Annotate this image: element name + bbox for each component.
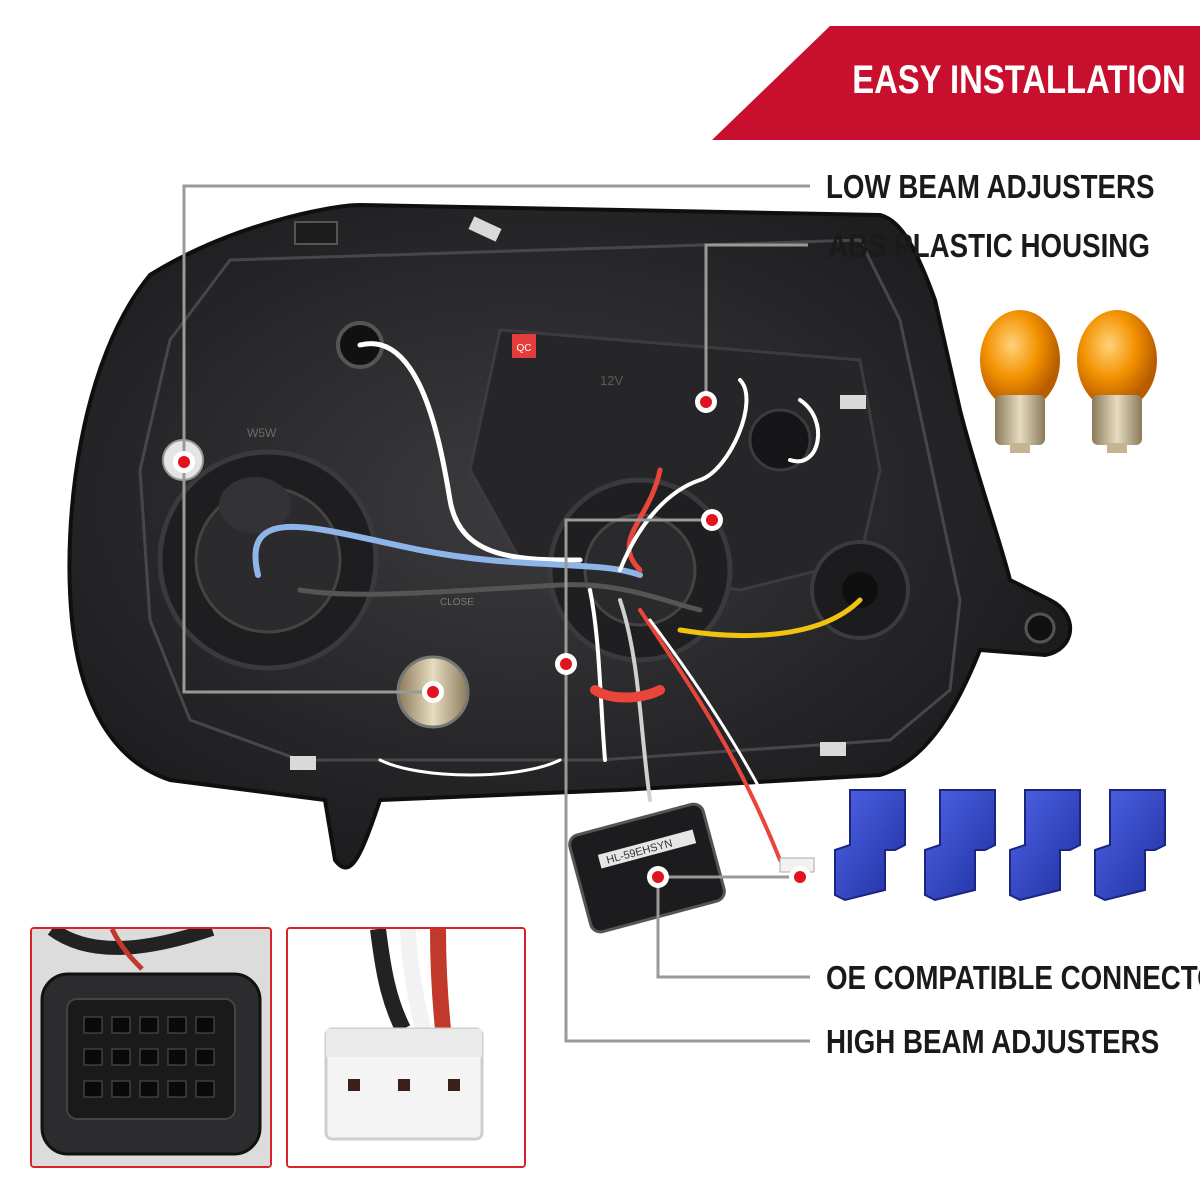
voltage-text: 12V <box>600 373 623 388</box>
wiring-harness <box>252 341 863 872</box>
qc-sticker-text: QC <box>517 343 532 354</box>
leader-lines <box>182 184 810 1043</box>
inset-plug-closeup <box>286 927 526 1168</box>
wire-taps <box>834 789 1166 902</box>
headlight-housing: QC W5W 12V CLOSE <box>67 202 1072 870</box>
callout-low-beam-adjusters: LOW BEAM ADJUSTERS <box>826 168 1155 205</box>
bulb-type-text: W5W <box>247 426 277 440</box>
oe-connector: HL-59EHSYN <box>568 802 815 934</box>
close-text: CLOSE <box>440 597 474 608</box>
banner <box>712 26 1200 140</box>
banner-title: EASY INSTALLATION <box>852 58 1186 102</box>
inset-connector-closeup <box>30 927 272 1168</box>
callout-oe-compatible-connector: OE COMPATIBLE CONNECTOR <box>826 959 1200 996</box>
connector-closeup-image <box>32 929 270 1166</box>
callout-dots <box>173 391 811 888</box>
plug-closeup-image <box>288 929 524 1166</box>
callout-high-beam-adjusters: HIGH BEAM ADJUSTERS <box>826 1023 1160 1060</box>
callout-abs-plastic-housing: ABS PLASTIC HOUSING <box>828 227 1150 264</box>
amber-bulbs <box>980 310 1157 453</box>
